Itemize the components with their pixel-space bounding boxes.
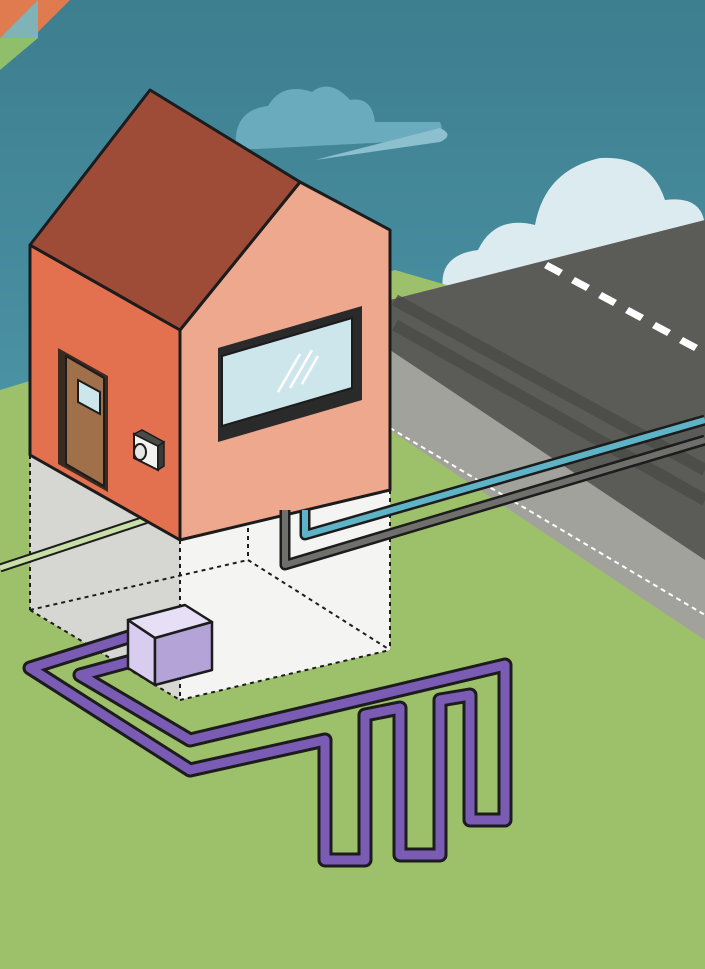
heat-pump-icon <box>128 605 212 685</box>
